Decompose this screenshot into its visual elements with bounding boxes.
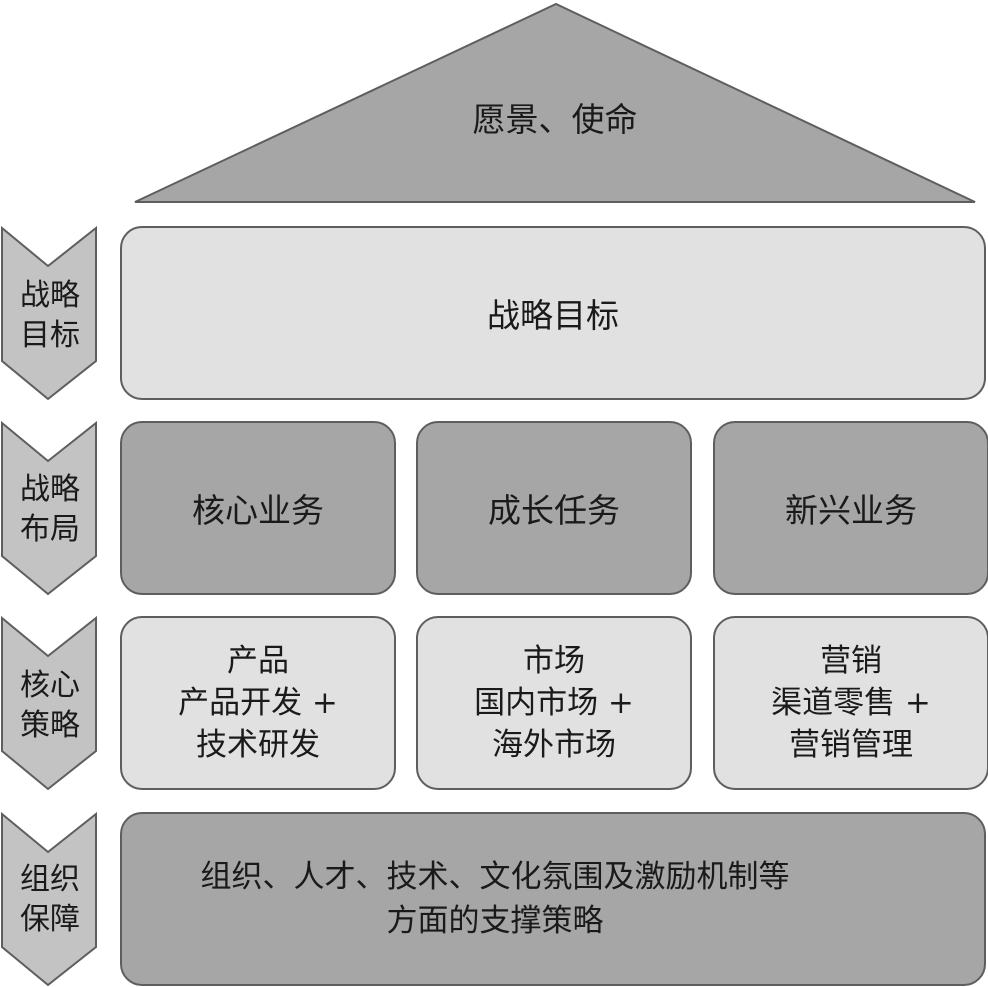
row-label-line: 目标: [20, 318, 80, 353]
strategy-line: 营销管理: [789, 727, 913, 763]
vision-mission-title: 愿景、使命: [472, 100, 638, 139]
strategy-box-market: 市场 国内市场 + 海外市场: [416, 616, 692, 790]
row-label-line: 策略: [20, 708, 80, 743]
strategy-line: 国内市场 +: [474, 685, 634, 721]
strategy-box-marketing: 营销 渠道零售 + 营销管理: [713, 616, 988, 790]
strategy-line: 渠道零售 +: [771, 685, 931, 721]
row-label-line: 组织: [20, 862, 80, 897]
row-label-org-support: 组织 保障: [2, 860, 98, 940]
row-arrow-core-strategy: [0, 616, 97, 791]
strategic-goal-text: 战略目标: [487, 296, 619, 335]
strategy-title: 营销: [820, 643, 882, 679]
row-arrow-strategic-layout: [0, 421, 97, 596]
row-label-line: 核心: [20, 668, 80, 703]
strategy-line: 产品开发 +: [178, 685, 338, 721]
strategy-line: 技术研发: [196, 727, 320, 763]
row-label-line: 战略: [20, 278, 80, 313]
row-label-line: 保障: [20, 902, 80, 937]
layout-box-growth-tasks: 成长任务: [416, 421, 692, 595]
strategy-title: 产品: [227, 643, 289, 679]
row-label-line: 布局: [20, 512, 80, 547]
support-text-line: 方面的支撑策略: [386, 903, 604, 939]
row-label-strategic-goals: 战略 目标: [2, 276, 98, 356]
roof-triangle: [134, 2, 976, 203]
row-arrow-strategic-goals: [0, 226, 97, 401]
row-label-strategic-layout: 战略 布局: [2, 470, 98, 550]
org-support-box: 组织、人才、技术、文化氛围及激励机制等 方面的支撑策略: [120, 812, 986, 986]
strategy-line: 海外市场: [492, 727, 616, 763]
strategy-box-product: 产品 产品开发 + 技术研发: [120, 616, 396, 790]
strategic-goal-box: 战略目标: [120, 226, 986, 400]
layout-box-label: 新兴业务: [785, 491, 917, 530]
row-arrow-org-support: [0, 812, 97, 987]
layout-box-core-business: 核心业务: [120, 421, 396, 595]
row-label-line: 战略: [20, 472, 80, 507]
strategy-title: 市场: [523, 643, 585, 679]
row-label-core-strategy: 核心 策略: [2, 666, 98, 746]
layout-box-label: 核心业务: [192, 491, 324, 530]
layout-box-emerging-business: 新兴业务: [713, 421, 988, 595]
layout-box-label: 成长任务: [488, 491, 620, 530]
support-text-line: 组织、人才、技术、文化氛围及激励机制等: [200, 859, 790, 895]
